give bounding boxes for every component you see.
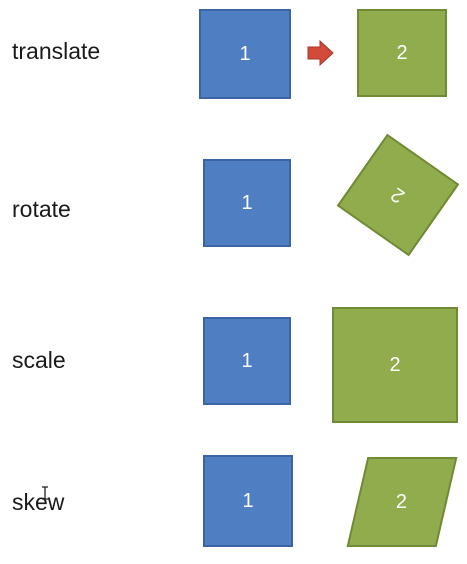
rotate-label: rotate <box>12 196 71 222</box>
scale-source-square: 1 <box>203 317 291 405</box>
translate-target-number: 2 <box>396 41 408 64</box>
text-cursor-icon <box>42 486 48 500</box>
skew-target-square: 2 <box>346 457 458 547</box>
rotate-source-square: 1 <box>203 159 291 247</box>
translate-source-square: 1 <box>199 9 291 99</box>
translate-target-square: 2 <box>357 9 447 97</box>
scale-target-number: 2 <box>389 353 401 376</box>
rotate-target-square: 2 <box>336 133 460 257</box>
scale-source-number: 1 <box>241 349 253 372</box>
translate-source-number: 1 <box>239 42 251 65</box>
scale-label: scale <box>12 347 66 373</box>
skew-source-number: 1 <box>242 489 254 512</box>
rotate-target-number: 2 <box>386 183 409 208</box>
scale-target-square: 2 <box>332 307 458 423</box>
skew-label: skew <box>12 489 65 515</box>
rotate-source-number: 1 <box>241 191 253 214</box>
skew-target-number: 2 <box>396 490 408 513</box>
skew-source-square: 1 <box>203 455 293 547</box>
translate-label: translate <box>12 38 101 64</box>
arrow-right-icon <box>307 40 334 66</box>
